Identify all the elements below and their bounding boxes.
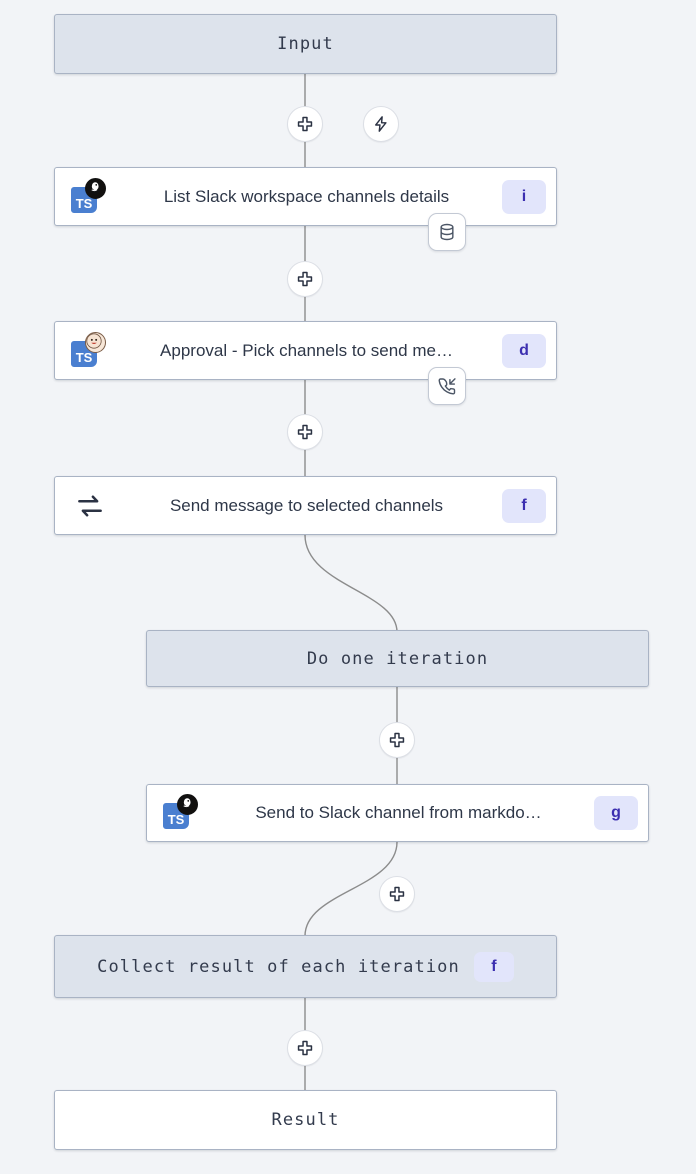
plus-icon — [297, 271, 313, 287]
node-icon-slot: TS — [161, 792, 203, 834]
plus-icon — [389, 886, 405, 902]
node-result-label: Result — [271, 1110, 340, 1130]
plus-icon — [297, 1040, 313, 1056]
add-step-button-after-list-channels[interactable] — [287, 261, 323, 297]
add-step-button-before-result[interactable] — [287, 1030, 323, 1066]
node-chip-d[interactable]: d — [502, 333, 546, 368]
phone-incoming-icon — [438, 378, 456, 395]
node-chip-f[interactable]: f — [502, 488, 546, 523]
plus-icon — [389, 732, 405, 748]
node-send-to-slack-from-markdown-label: Send to Slack channel from markdo… — [255, 803, 542, 822]
node-approval-pick-channels[interactable]: TS Approval - Pick channels to send me… … — [54, 321, 557, 380]
node-send-to-slack-from-markdown[interactable]: TS Send to Slack channel from markdo… g — [146, 784, 649, 842]
node-chip-collect-f[interactable]: f — [473, 951, 514, 982]
dark-avatar-icon — [177, 794, 198, 815]
node-list-slack-channels-label: List Slack workspace channels details — [163, 186, 450, 206]
node-chip-i[interactable]: i — [502, 179, 546, 214]
node-send-message-selected-channels[interactable]: Send message to selected channels f — [54, 476, 557, 535]
add-step-button-after-send-slack[interactable] — [379, 876, 415, 912]
node-icon-slot — [69, 485, 111, 527]
node-do-one-iteration-label: Do one iteration — [306, 648, 489, 669]
loop-icon — [78, 495, 102, 516]
node-collect-result-label: Collect result of each iteration — [97, 956, 460, 977]
add-step-button-after-input[interactable] — [287, 106, 323, 142]
zap-icon — [375, 116, 387, 132]
phone-incoming-badge-button[interactable] — [428, 367, 466, 405]
plus-icon — [297, 116, 313, 132]
node-do-one-iteration[interactable]: Do one iteration — [146, 630, 649, 687]
database-badge-button[interactable] — [428, 213, 466, 251]
add-step-button-after-approval[interactable] — [287, 414, 323, 450]
node-send-message-selected-channels-label: Send message to selected channels — [169, 495, 444, 515]
database-icon — [440, 223, 454, 241]
node-icon-slot: TS — [69, 330, 111, 372]
node-icon-slot: TS — [69, 176, 111, 218]
edge-send-to-iteration — [304, 534, 398, 633]
node-collect-result[interactable]: Collect result of each iteration f — [54, 935, 557, 998]
light-avatar-icon — [85, 331, 106, 353]
node-result[interactable]: Result — [54, 1090, 557, 1150]
dark-avatar-icon — [85, 177, 106, 199]
node-input-label: Input — [277, 34, 334, 54]
node-chip-g[interactable]: g — [594, 796, 638, 830]
add-step-button-in-iteration[interactable] — [379, 722, 415, 758]
node-list-slack-channels[interactable]: TS List Slack workspace channels details… — [54, 167, 557, 226]
node-approval-pick-channels-label: Approval - Pick channels to send me… — [160, 340, 453, 360]
add-trigger-button[interactable] — [363, 106, 399, 142]
node-input[interactable]: Input — [54, 14, 557, 74]
plus-icon — [297, 424, 313, 440]
